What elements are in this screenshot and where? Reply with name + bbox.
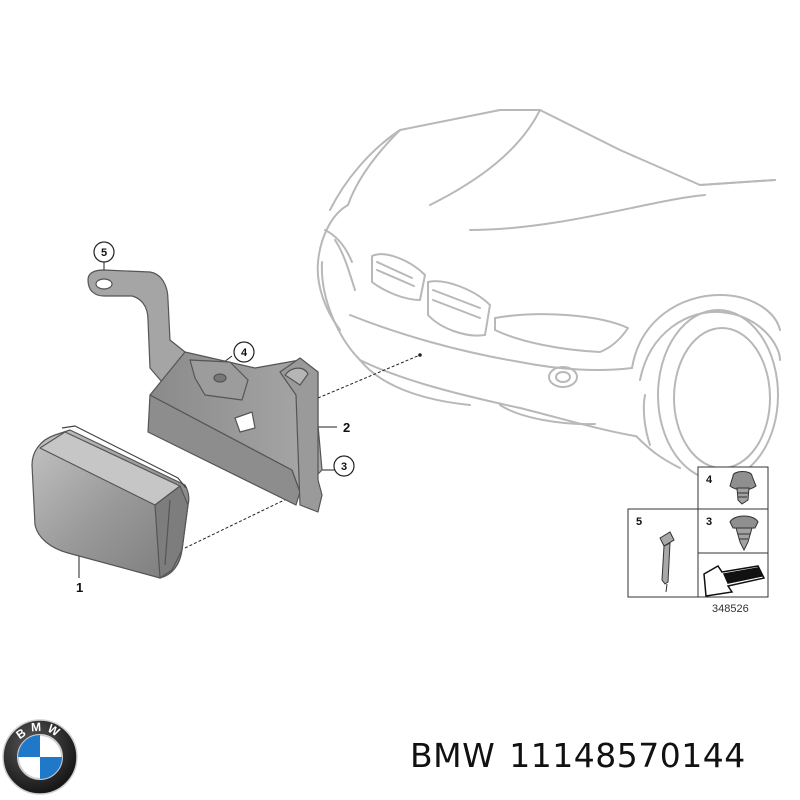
svg-text:4: 4 [241,347,248,359]
callout-5: 5 [93,241,115,263]
part-label-1: 1 [76,580,83,595]
part-label-2: 2 [343,420,350,435]
rivet-icon [659,531,675,593]
arrow-icon [703,565,766,597]
legend-label-4: 4 [706,474,713,486]
bumper-point [418,353,422,357]
car-outline [316,109,781,481]
part-number-caption: BMW 11148570144 [410,736,795,775]
radar-module-part [31,425,190,579]
legend-label-5: 5 [636,516,642,528]
callout-3: 3 [333,455,355,477]
bolt-icon [729,471,757,505]
part-number: 11148570144 [509,736,746,775]
bracket-part [87,269,323,513]
callout-4: 4 [233,341,255,363]
svg-text:3: 3 [341,461,347,473]
diagram-reference-number: 348526 [712,603,749,615]
brand-name: BMW [410,736,496,775]
legend-label-3: 3 [706,516,712,528]
screw-icon [729,515,759,552]
svg-text:5: 5 [101,247,107,259]
bmw-logo-icon: BMW [2,719,78,795]
